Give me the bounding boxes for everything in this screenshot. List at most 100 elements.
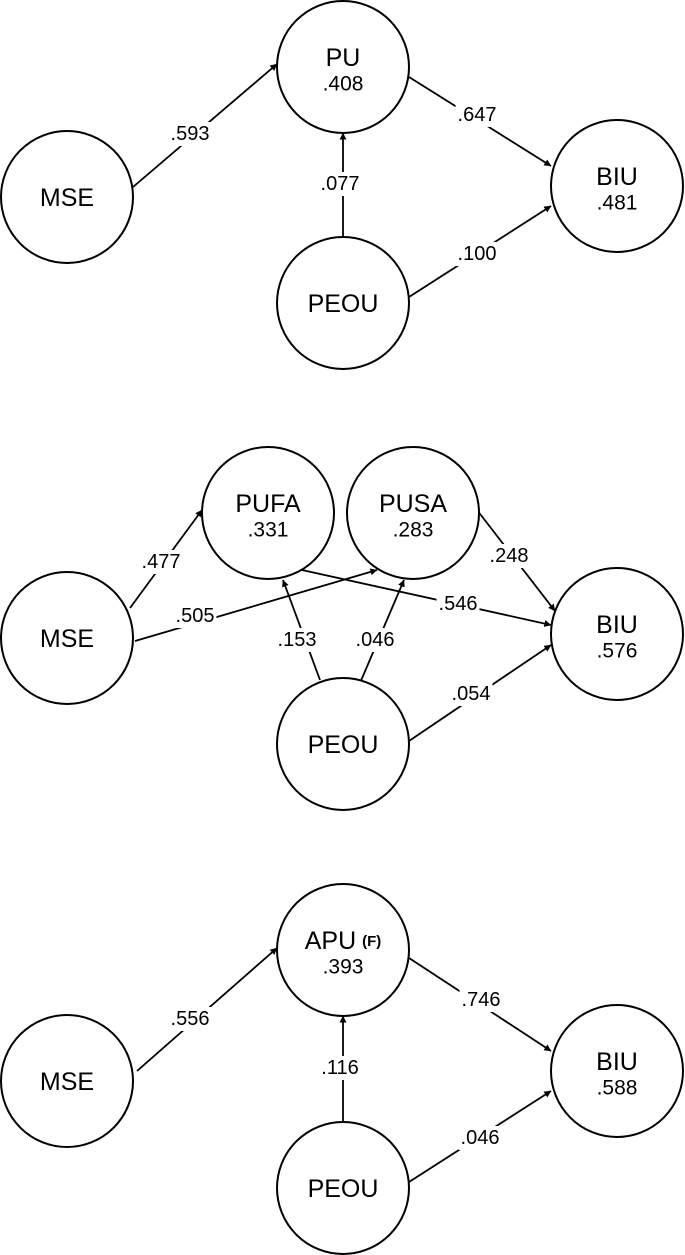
node-name: MSE [40,184,94,212]
node-biu: BIU.588 [550,1004,684,1138]
edge-peou-to-biu: .054 [408,644,552,742]
edge-coefficient: .593 [171,123,210,145]
edge-pufa-to-biu: .546 [301,569,552,627]
edge-label-background [173,604,217,628]
edge-pu-to-biu: .647 [408,76,552,167]
node-label: BIU [596,611,638,639]
node-label: MSE [40,184,94,212]
node-r-squared: .283 [393,519,434,542]
node-pusa: PUSA.283 [346,446,480,580]
node-circle [0,130,134,264]
edge-coefficient: .116 [321,1057,358,1079]
edge-label-background [459,988,503,1012]
node-name: APU [305,927,356,955]
edge-coefficient: .746 [462,989,501,1011]
node-circle [550,567,684,701]
node-circle [276,1121,410,1255]
node-circle [550,119,684,253]
edge-peou-to-apu: .116 [319,1015,361,1122]
node-name: MSE [40,1068,94,1096]
node-name: BIU [596,611,638,639]
edge-peou-to-pu: .077 [318,132,362,237]
edge-label-background [318,172,362,196]
node-name: PUFA [235,490,301,518]
edge-label-background [139,550,183,574]
node-label: PEOU [308,731,379,759]
edge-coefficient: .546 [439,593,478,615]
edge-label-background [353,628,397,652]
edge-label-background [455,242,499,266]
node-name: BIU [596,163,638,191]
edge-mse-to-pu: .593 [132,63,278,188]
edge-label-background [487,544,531,568]
node-label: PEOU [308,1175,379,1203]
edge-mse-to-pusa: .505 [134,568,378,642]
node-r-squared: .481 [597,192,638,215]
edge-coefficient: .153 [278,629,317,651]
edge-coefficient: .077 [321,173,360,195]
edge-peou-to-pusa: .046 [353,579,405,684]
edge-peou-to-biu: .046 [408,1090,552,1183]
edge-coefficient: .046 [356,629,395,651]
edge-apu-to-biu: .746 [408,957,552,1052]
edge-label-background [275,628,319,652]
node-pufa: PUFA.331 [201,446,335,580]
node-r-squared: .331 [248,519,289,542]
node-peou: PEOU [276,236,410,370]
node-circle [0,1014,134,1148]
edge-pusa-to-biu: .248 [476,509,556,612]
node-r-squared: .576 [597,640,638,663]
edge-coefficient: .477 [142,551,181,573]
edge-label-background [168,1007,212,1031]
edge-coefficient: .556 [171,1008,210,1030]
node-suffix: (F) [362,933,381,950]
node-label: PUFA [235,490,301,518]
node-pu: PU.408 [276,0,410,134]
node-mse: MSE [0,130,134,264]
edge-coefficient: .100 [458,243,497,265]
node-peou: PEOU [276,677,410,811]
edge-label-background [458,1126,502,1150]
node-circle [0,571,134,705]
node-label: BIU [596,1048,638,1076]
edge-label-background [449,682,493,706]
edge-label-background [436,592,480,616]
node-name: MSE [40,625,94,653]
edge-mse-to-apu: .556 [136,947,278,1072]
node-label: PUSA [379,490,447,518]
edge-mse-to-pufa: .477 [129,509,203,609]
edge-label-background [455,103,499,127]
panel-3-edges: .556 .746 .116 .046 [136,947,552,1183]
node-peou: PEOU [276,1121,410,1255]
node-mse: MSE [0,1014,134,1148]
node-r-squared: .408 [323,73,364,96]
panel-2-edges: .477 .505 .546 .248 .153 .046 .054 [129,509,556,742]
edges-layer: .593 .647 .077 .100 .477 .505 .546 .248 .153 .046… [129,63,556,1183]
edge-coefficient: .248 [490,545,529,567]
node-apu: APU (F) .393 [276,883,410,1017]
edge-peou-to-biu: .100 [408,205,552,298]
panel-1-edges: .593 .647 .077 .100 [132,63,552,298]
node-r-squared: .393 [323,956,364,979]
node-circle [550,1004,684,1138]
node-name: PEOU [308,290,379,318]
node-circle [346,446,480,580]
node-name: PU [326,44,361,72]
node-label: APU (F) [305,927,382,955]
node-circle [276,883,410,1017]
node-circle [276,236,410,370]
edge-coefficient: .046 [461,1127,500,1149]
node-name: PEOU [308,1175,379,1203]
node-circle [201,446,335,580]
node-mse: MSE [0,571,134,705]
node-label: MSE [40,625,94,653]
node-r-squared: .588 [597,1077,638,1100]
edge-label-background [319,1056,361,1080]
edge-coefficient: .505 [176,605,215,627]
node-circle [276,677,410,811]
node-biu: BIU.481 [550,119,684,253]
